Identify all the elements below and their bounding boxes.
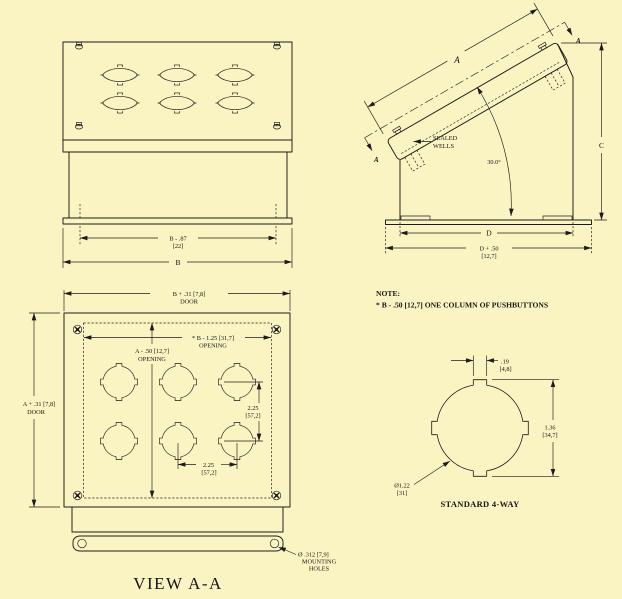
callout-line2: MOUNTING <box>302 559 337 566</box>
front-view: B - .87 [22] B <box>62 41 293 268</box>
sealed-wells-callout: SEALED WELLS <box>413 135 458 150</box>
dim-metric: [4,8] <box>500 366 512 373</box>
dim-metric: [12,7] <box>481 253 496 260</box>
dim-overall-height: 1.36 [34,7] <box>492 379 559 477</box>
body-right-edge <box>557 43 574 220</box>
view-aa: B + .31 [7,8] DOOR A + .31 [7,8] DOOR * … <box>23 290 337 593</box>
dim-label: D <box>486 229 492 238</box>
bolt-icon <box>273 122 281 130</box>
note-heading: NOTE: <box>376 289 400 298</box>
screw-icon <box>72 324 83 335</box>
dim-opening-height: A - .50 [12,7] OPENING <box>135 322 169 499</box>
cover-flange <box>62 139 293 153</box>
dim-label: .19 <box>501 359 509 366</box>
dim-notch-width: .19 [4,8] <box>451 355 512 376</box>
dim-slope-label: A <box>453 55 460 65</box>
bolt-icon <box>273 42 281 50</box>
note-text: * B - .50 [12,7] ONE COLUMN OF PUSHBUTTO… <box>376 301 548 310</box>
section-label-bottom: A <box>373 156 379 164</box>
dim-body-width: B - .87 [22] <box>79 236 277 250</box>
dim-metric: [57,2] <box>201 470 216 477</box>
dim-door-width: B + .31 [7,8] DOOR <box>63 290 291 311</box>
dim-label: B <box>175 258 180 267</box>
bottom-lip <box>62 217 293 225</box>
angle-label: 30.0° <box>487 159 501 166</box>
callout-line3: HOLES <box>309 566 330 573</box>
dim-base-d: D <box>399 222 574 238</box>
angle-dimension: 30.0° <box>476 86 514 217</box>
base-plate <box>385 219 592 225</box>
detail-4way: .19 [4,8] 1.36 [34,7] Ø1.22 [31] STANDAR… <box>394 355 559 509</box>
dim-diameter: Ø1.22 [31] <box>394 460 451 497</box>
mounting-hole <box>269 538 280 549</box>
callout-line2: WELLS <box>433 143 454 150</box>
dim-label: * B - 1.25 [31,7] <box>192 335 234 342</box>
callout-dia: Ø .312 [7,9] <box>298 552 329 559</box>
dim-horizontal-spacing: 2.25 [57,2] <box>177 443 238 477</box>
bolt-icon <box>75 42 83 50</box>
screw-icon <box>72 490 83 501</box>
section-label-top: A <box>575 37 581 45</box>
dim-opening-width: * B - 1.25 [31,7] OPENING <box>83 335 272 350</box>
dim-label: B - .87 <box>169 236 186 243</box>
dim-overall-width: B <box>62 258 293 267</box>
dim-label: D + .50 <box>479 246 498 253</box>
sloped-face <box>363 2 573 172</box>
bolt-icon <box>392 41 547 135</box>
callout-line1: SEALED <box>433 135 458 142</box>
dim-label: B + .31 [7,8] <box>173 291 205 298</box>
sealed-well-holes <box>100 64 255 114</box>
screw-icon <box>271 490 282 501</box>
dim-height-c: C <box>561 42 607 221</box>
dim-label: 2.25 <box>247 405 258 412</box>
body-outline <box>68 151 288 219</box>
mounting-holes-callout: Ø .312 [7,9] MOUNTING HOLES <box>278 546 337 573</box>
dim-metric: [31] <box>397 490 408 497</box>
dim-door-height: A + .31 [7,8] DOOR <box>23 312 60 508</box>
dim-label: Ø1.22 <box>394 483 410 490</box>
dim-sub: DOOR <box>180 299 199 306</box>
side-view: A A A SEALED WELLS 30.0° C D <box>363 2 607 260</box>
dim-metric: [57,2] <box>245 413 260 420</box>
dim-base-outer: D + .50 [12,7] <box>385 227 592 260</box>
dim-sub: OPENING <box>138 356 166 363</box>
dim-sub: DOOR <box>27 409 46 416</box>
view-title: VIEW A-A <box>133 574 223 593</box>
dim-label: A + .31 [7,8] <box>23 401 55 408</box>
dim-label: C <box>599 141 604 150</box>
mounting-hole <box>77 538 87 549</box>
fourway-hole-detail <box>431 379 529 477</box>
opening-outline <box>83 322 272 499</box>
dim-label: 2.25 <box>203 462 214 469</box>
body-section <box>71 506 284 533</box>
dim-label: 1.36 <box>544 425 555 432</box>
detail-caption: STANDARD 4-WAY <box>440 499 519 509</box>
note-block: NOTE: * B - .50 [12,7] ONE COLUMN OF PUS… <box>376 289 548 310</box>
dim-vertical-spacing: 2.25 [57,2] <box>224 381 263 442</box>
dim-metric: [34,7] <box>542 432 557 439</box>
mounting-base <box>72 535 284 552</box>
dim-label: A - .50 [12,7] <box>135 348 169 355</box>
bolt-icon <box>75 122 83 130</box>
screw-icon <box>271 324 282 335</box>
dim-sub: OPENING <box>199 343 227 350</box>
dim-metric: [22] <box>173 243 184 250</box>
cover-outline <box>62 41 293 141</box>
